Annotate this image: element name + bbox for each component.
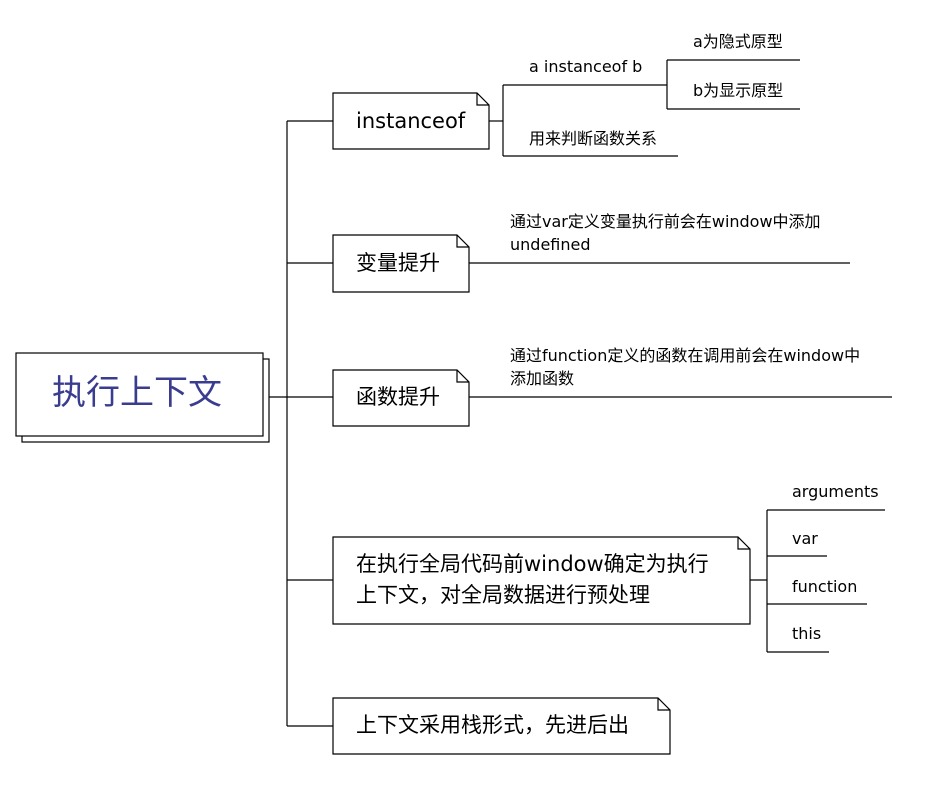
root-node-box bbox=[15, 352, 264, 437]
usage-label: a instanceof b bbox=[529, 57, 643, 76]
global-child-function: function bbox=[792, 577, 858, 596]
node-hoist-var-label: 变量提升 bbox=[356, 251, 440, 275]
hoist-fn-note-line1: 通过function定义的函数在调用前会在window中 bbox=[510, 346, 861, 365]
hoist-var-note-line1: 通过var定义变量执行前会在window中添加 bbox=[510, 212, 821, 231]
b-label: b为显示原型 bbox=[693, 81, 784, 100]
node-hoist-fn-label: 函数提升 bbox=[356, 385, 440, 409]
hoist-fn-note-line2: 添加函数 bbox=[510, 369, 575, 388]
node-hoist-var-box bbox=[332, 234, 470, 293]
node-stack-label: 上下文采用栈形式，先进后出 bbox=[356, 713, 629, 737]
node-hoist-fn-box bbox=[332, 369, 470, 427]
node-global-label-line1: 在执行全局代码前window确定为执行 bbox=[356, 552, 709, 576]
purpose-label: 用来判断函数关系 bbox=[529, 129, 658, 148]
node-global-box bbox=[332, 536, 751, 625]
node-instanceof-label: instanceof bbox=[356, 109, 466, 133]
global-child-arguments: arguments bbox=[792, 482, 879, 501]
a-label: a为隐式原型 bbox=[693, 32, 783, 51]
node-stack-box bbox=[332, 697, 671, 755]
global-child-var: var bbox=[792, 529, 818, 548]
global-child-this: this bbox=[792, 624, 822, 643]
root-title: 执行上下文 bbox=[52, 373, 222, 413]
node-global-label-line2: 上下文，对全局数据进行预处理 bbox=[356, 583, 650, 607]
node-instanceof-box bbox=[332, 92, 490, 150]
hoist-var-note-line2: undefined bbox=[510, 235, 591, 254]
